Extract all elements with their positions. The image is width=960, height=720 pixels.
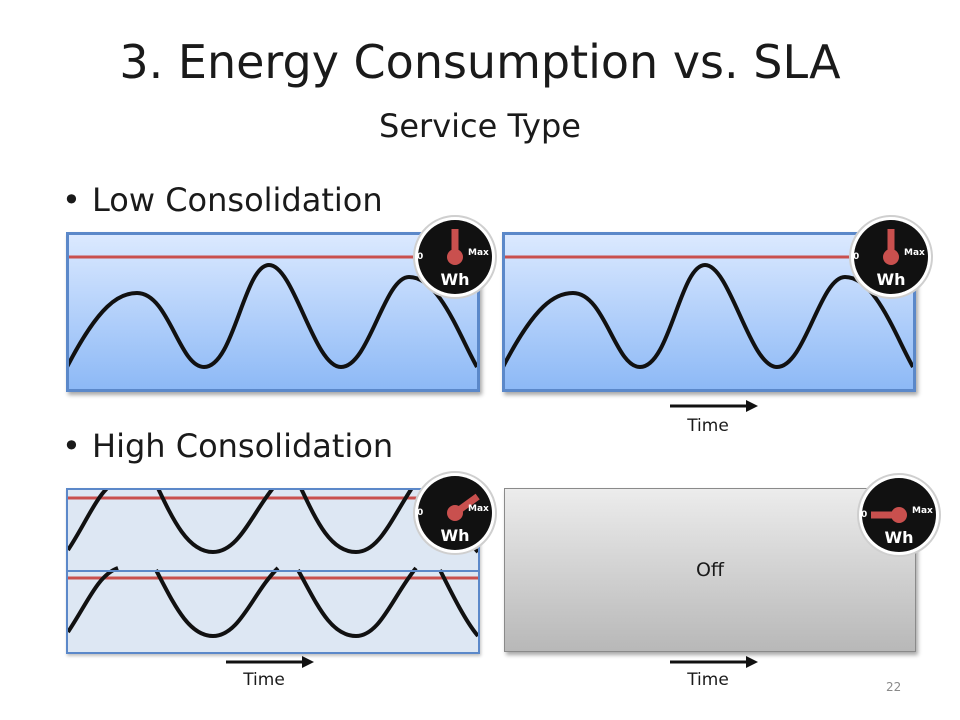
slide-subtitle: Service Type <box>379 107 581 145</box>
off-label: Off <box>695 559 725 581</box>
server-panel-low-left <box>66 232 480 392</box>
workload-curve <box>505 262 913 370</box>
gauge-face <box>413 215 497 299</box>
gauge-face <box>857 473 941 557</box>
time-arrow <box>670 656 758 668</box>
slide-title: 3. Energy Consumption vs. SLA <box>119 35 841 89</box>
gauge-max-label: Max <box>468 248 489 258</box>
bullet-high-consolidation: • High Consolidation <box>62 426 393 466</box>
bullet-dot: • <box>62 181 81 219</box>
energy-gauge-icon: 0 Max Wh <box>856 472 942 558</box>
energy-gauge-icon: 0 Max Wh <box>848 214 934 300</box>
time-axis-label: Time <box>687 670 729 690</box>
gauge-max-label: Max <box>912 506 933 516</box>
gauge-zero-label: 0 <box>417 252 424 262</box>
energy-gauge-icon: 0 Max Wh <box>412 470 498 556</box>
workload-curve <box>68 566 478 639</box>
gauge-max-label: Max <box>468 504 489 514</box>
time-arrow <box>226 656 314 668</box>
workload-chart <box>505 255 913 370</box>
gauge-unit-label: Wh <box>884 528 914 547</box>
bullet-dot: • <box>62 427 81 465</box>
energy-gauge-icon: 0 Max Wh <box>412 214 498 300</box>
gauge-zero-label: 0 <box>417 508 424 518</box>
gauge-zero-label: 0 <box>861 510 868 520</box>
gauge-face <box>849 215 933 299</box>
gauge-face <box>413 471 497 555</box>
time-axis-label: Time <box>243 670 285 690</box>
bullet-text: High Consolidation <box>92 427 394 465</box>
gauge-max-label: Max <box>904 248 925 258</box>
gauge-unit-label: Wh <box>440 270 470 289</box>
workload-curve <box>68 490 478 555</box>
server-panel-high-left <box>66 488 480 654</box>
server-panel-low-right <box>502 232 916 392</box>
vm-divider <box>68 570 478 572</box>
gauge-unit-label: Wh <box>440 526 470 545</box>
workload-chart-top <box>68 490 478 639</box>
server-panel-off: Off <box>504 488 916 652</box>
time-arrow <box>670 400 758 412</box>
workload-chart <box>69 255 477 370</box>
gauge-zero-label: 0 <box>853 252 860 262</box>
time-axis-label: Time <box>687 416 729 436</box>
bullet-low-consolidation: • Low Consolidation <box>62 180 383 220</box>
bullet-text: Low Consolidation <box>92 181 383 219</box>
page-number: 22 <box>886 680 902 694</box>
workload-curve <box>69 262 477 370</box>
gauge-unit-label: Wh <box>876 270 906 289</box>
